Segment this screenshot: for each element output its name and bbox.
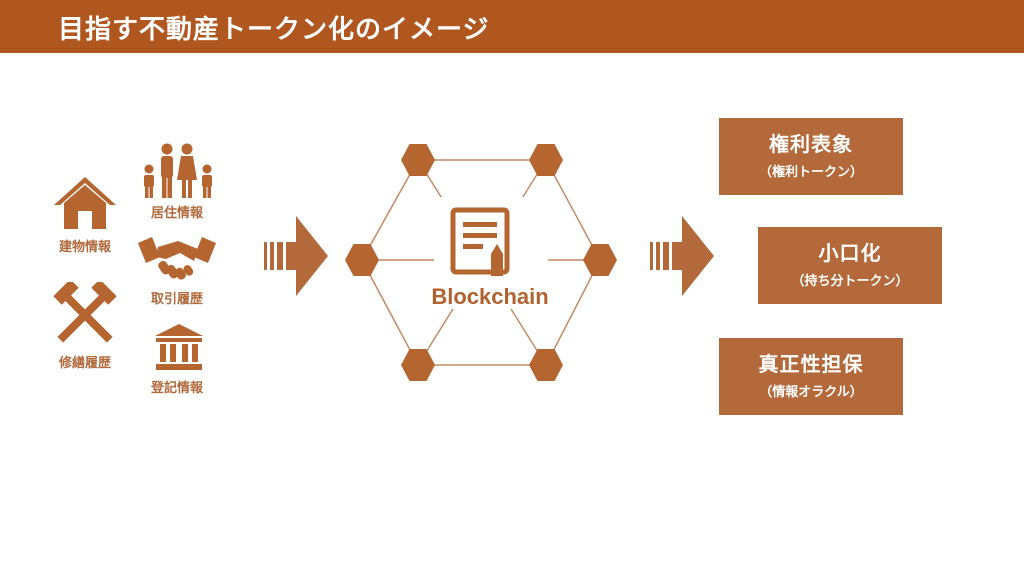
output-box-rights: 権利表象 （権利トークン）	[719, 118, 903, 195]
source-label-building: 建物情報	[58, 240, 111, 255]
blockchain-label: Blockchain	[431, 284, 549, 309]
hammers-icon	[53, 282, 117, 343]
bank-icon	[155, 324, 203, 370]
network-node	[529, 144, 563, 176]
page-title: 目指す不動産トークン化のイメージ	[58, 15, 490, 45]
output-box-fractional: 小口化 （持ち分トークン）	[758, 227, 942, 304]
family-icon	[144, 143, 212, 198]
network-node	[529, 349, 563, 381]
handshake-icon	[138, 237, 216, 280]
output-title: 権利表象	[769, 132, 853, 156]
output-title: 真正性担保	[758, 352, 864, 376]
network-node	[401, 349, 435, 381]
source-label-residence: 居住情報	[150, 206, 203, 221]
header-bar: 目指す不動産トークン化のイメージ	[0, 0, 1024, 53]
source-label-repair: 修繕履歴	[58, 356, 111, 371]
document-pen-icon	[450, 207, 510, 276]
source-label-transaction: 取引履歴	[150, 292, 203, 307]
network-node	[345, 244, 379, 276]
output-subtitle: （情報オラクル）	[759, 385, 863, 400]
output-subtitle: （持ち分トークン）	[791, 274, 909, 289]
network-node	[583, 244, 617, 276]
output-subtitle: （権利トークン）	[758, 165, 863, 180]
arrow-right-icon	[264, 216, 328, 296]
source-label-registry: 登記情報	[150, 381, 203, 396]
arrow-right-icon	[650, 216, 714, 296]
house-icon	[54, 177, 116, 229]
output-box-authenticity: 真正性担保 （情報オラクル）	[719, 338, 903, 415]
network-node	[401, 144, 435, 176]
output-title: 小口化	[818, 241, 882, 265]
